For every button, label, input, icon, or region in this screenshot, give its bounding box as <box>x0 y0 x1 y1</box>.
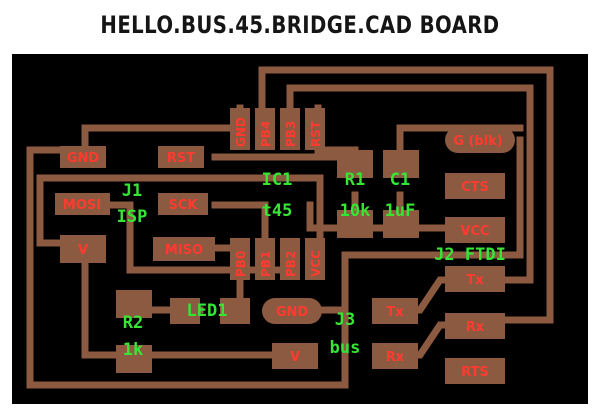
pad-c1-bottom <box>383 210 419 238</box>
label-ic1: IC1 <box>262 170 293 190</box>
label-miso: MISO <box>165 243 203 258</box>
pad-v-j3 <box>272 343 318 369</box>
pad-cts <box>445 173 505 199</box>
pad-gnd-j1 <box>60 146 106 168</box>
label-g-blk: G (blk) <box>453 134 503 149</box>
label-j2: J2 FTDI <box>434 245 506 265</box>
pad-pb2 <box>280 238 300 280</box>
label-tx-j2: Tx <box>466 273 484 288</box>
pad-c1-top <box>383 150 419 178</box>
pad-rst-j1 <box>158 146 204 168</box>
label-gnd-j1: GND <box>67 151 100 166</box>
label-ic1-name: t45 <box>262 201 293 221</box>
pad-rx-j3 <box>372 343 418 369</box>
board-title: HELLO.BUS.45.BRIDGE.CAD BOARD <box>100 11 500 39</box>
pad-r1-top <box>337 150 373 178</box>
label-r1: R1 <box>345 170 365 190</box>
pad-g-blk <box>445 127 515 153</box>
label-r2-value: 1k <box>123 340 143 360</box>
pad-led-left <box>170 298 200 324</box>
pad-pb0 <box>230 238 250 280</box>
label-gnd-ic1: GND <box>234 117 248 147</box>
pad-r1-bottom <box>337 210 373 238</box>
label-gnd-j3: GND <box>276 305 309 320</box>
label-rx-j3: Rx <box>386 350 405 365</box>
label-r1-value: 10k <box>340 201 371 221</box>
label-pb0: PB0 <box>234 251 248 277</box>
pad-labels: GND RST MOSI SCK V MISO G (blk) CTS VCC … <box>63 134 503 380</box>
label-c1-value: 1uF <box>385 201 416 221</box>
label-rst-j1: RST <box>167 151 195 166</box>
pad-miso <box>153 237 215 261</box>
ic-pin-labels: GND PB4 PB3 RST PB0 PB1 PB2 VCC <box>234 117 323 277</box>
pad-pb3 <box>280 108 300 150</box>
pad-rx-j2 <box>445 313 505 339</box>
label-vcc-j2: VCC <box>460 224 489 239</box>
component-labels: J1 ISP IC1 t45 R1 10k C1 1uF J2 FTDI LED… <box>117 170 506 360</box>
pad-led-right <box>220 298 250 324</box>
label-pb2: PB2 <box>284 251 298 277</box>
label-j3-name: bus <box>330 338 361 358</box>
label-led1: LED1 <box>187 301 228 321</box>
label-vcc-ic1: VCC <box>309 250 323 277</box>
label-pb3: PB3 <box>284 121 298 147</box>
pad-vcc-j2 <box>445 217 505 243</box>
label-tx-j3: Tx <box>386 305 404 320</box>
label-sck: SCK <box>169 198 199 213</box>
pad-rts <box>445 358 505 384</box>
label-rx-j2: Rx <box>466 320 485 335</box>
label-mosi: MOSI <box>63 198 101 213</box>
label-pb4: PB4 <box>259 121 273 147</box>
pad-sck <box>158 193 208 215</box>
pad-vcc-ic1 <box>305 238 325 280</box>
label-j1-name: ISP <box>117 207 148 227</box>
pad-rst-ic1 <box>305 108 325 150</box>
trace-pb3 <box>286 84 534 284</box>
label-j3: J3 <box>335 310 355 330</box>
label-rts: RTS <box>461 365 489 380</box>
pad-pb1 <box>255 238 275 280</box>
label-v-j3: V <box>290 350 300 365</box>
label-pb1: PB1 <box>259 251 273 277</box>
trace-v-j1 <box>81 256 134 359</box>
pad-r2-bottom <box>116 345 152 373</box>
label-rst-ic1: RST <box>309 120 323 147</box>
label-r2: R2 <box>123 313 143 333</box>
pads <box>55 108 515 384</box>
pad-mosi <box>55 193 110 215</box>
trace-gnd-left <box>26 136 524 389</box>
pad-pb4 <box>255 108 275 150</box>
pad-gnd-ic1 <box>230 108 250 150</box>
label-cts: CTS <box>461 180 489 195</box>
pad-tx-j2 <box>445 266 505 292</box>
label-c1: C1 <box>390 170 410 190</box>
pad-v-j1 <box>60 235 106 263</box>
pad-r2-top <box>116 290 152 318</box>
pad-gnd-j3 <box>262 298 322 324</box>
label-j1: J1 <box>122 181 142 201</box>
pad-tx-j3 <box>372 298 418 324</box>
label-v-j1: V <box>78 243 88 258</box>
trace-outer-top <box>258 66 554 324</box>
